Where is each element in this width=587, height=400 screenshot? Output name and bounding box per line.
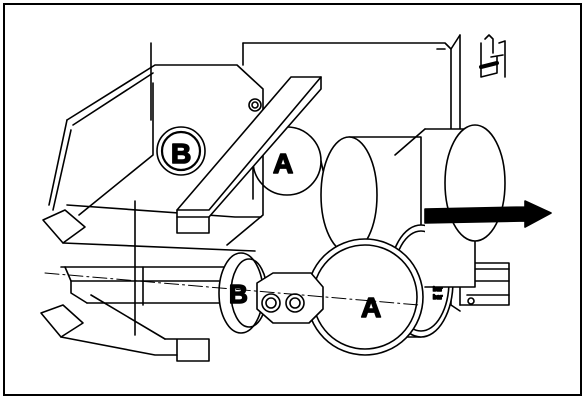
label-front-b: B [229, 279, 248, 309]
front-roller-a [306, 136, 454, 356]
hook-mechanism [479, 34, 506, 78]
lower-roller-b [218, 252, 268, 334]
hex-nut [256, 272, 324, 324]
label-back-a: A [273, 148, 293, 179]
panel-mark-1: bar [433, 287, 443, 293]
label-back-b: B [171, 138, 191, 169]
arrow-right-icon [424, 200, 552, 228]
illustration-frame: bar bar B A B A [3, 3, 582, 396]
back-roller-b [156, 126, 206, 176]
clamp-bar [176, 76, 322, 234]
label-front-a: A [361, 292, 381, 323]
ribbon-roller-illustration: bar bar B A B A [40, 34, 552, 362]
axis-line [44, 272, 420, 306]
panel-mark-2: bar [433, 295, 443, 301]
